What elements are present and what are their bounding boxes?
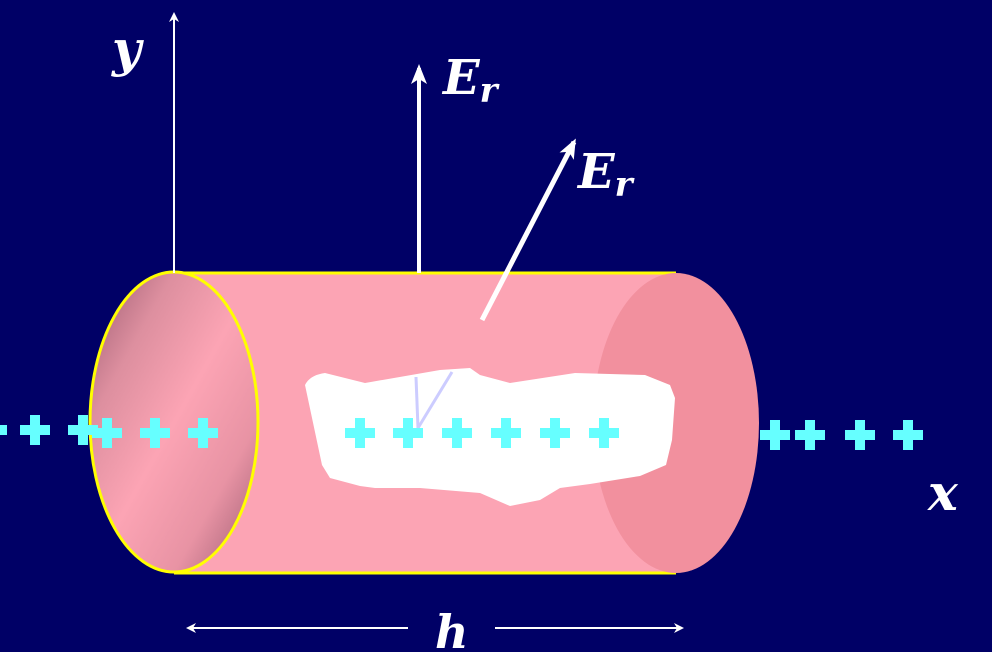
plus-charge-icon	[68, 415, 98, 445]
plus-charge-icon	[188, 418, 218, 448]
y-axis-label: y	[111, 19, 144, 78]
plus-charge-icon	[0, 425, 7, 435]
length-label: h	[435, 605, 468, 652]
cutaway-window	[305, 368, 675, 506]
x-axis-label: x	[927, 463, 959, 522]
plus-charge-icon	[345, 418, 375, 448]
cylinder-right-end	[593, 273, 759, 573]
plus-charge-icon	[140, 418, 170, 448]
field-label-diagonal: Er	[576, 144, 635, 205]
radial-line	[414, 376, 420, 429]
plus-charge-icon	[845, 420, 875, 450]
plus-charge-icon	[442, 418, 472, 448]
line-charges	[0, 415, 923, 450]
plus-charge-icon	[92, 418, 122, 448]
field-arrow-diagonal	[479, 138, 577, 322]
radial-line	[416, 371, 454, 429]
plus-charge-icon	[393, 418, 423, 448]
plus-charge-icon	[760, 420, 790, 450]
field-label-vertical: Er	[441, 50, 500, 111]
cylinder-left-end	[88, 270, 260, 574]
plus-charge-icon	[540, 418, 570, 448]
plus-charge-icon	[491, 418, 521, 448]
plus-charge-icon	[795, 420, 825, 450]
plus-charge-icon	[20, 415, 50, 445]
plus-charge-icon	[589, 418, 619, 448]
plus-charge-icon	[893, 420, 923, 450]
